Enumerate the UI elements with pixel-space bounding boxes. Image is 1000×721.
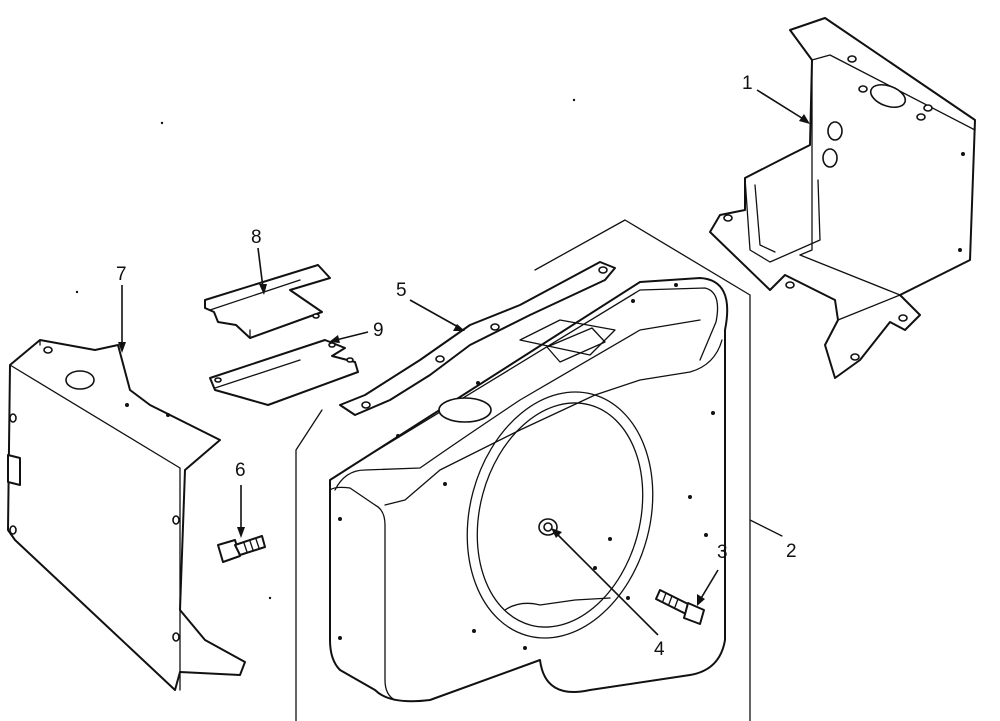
callout-4: 4 [654, 639, 665, 660]
callout-3: 3 [717, 542, 728, 563]
callout-7: 7 [116, 264, 127, 285]
callout-5: 5 [396, 280, 407, 301]
plate-part-8 [204, 264, 331, 339]
callout-9: 9 [373, 320, 384, 341]
bracket-part-1 [709, 17, 976, 379]
shield-part-7 [7, 339, 246, 691]
callout-labels: 1 2 3 4 5 6 7 8 9 [116, 73, 797, 660]
callout-8: 8 [251, 227, 262, 248]
bolt-part-6 [217, 535, 266, 563]
item-2-group-bracket [295, 219, 783, 721]
callout-1: 1 [742, 73, 753, 94]
callout-6: 6 [235, 460, 246, 481]
plate-part-9 [209, 339, 359, 406]
shroud-housing-part-2 [329, 277, 729, 703]
bolt-part-3 [655, 589, 705, 625]
strip-part-5 [339, 261, 616, 416]
callout-2: 2 [786, 541, 797, 562]
specks [75, 98, 576, 600]
leader-lines [118, 89, 810, 636]
